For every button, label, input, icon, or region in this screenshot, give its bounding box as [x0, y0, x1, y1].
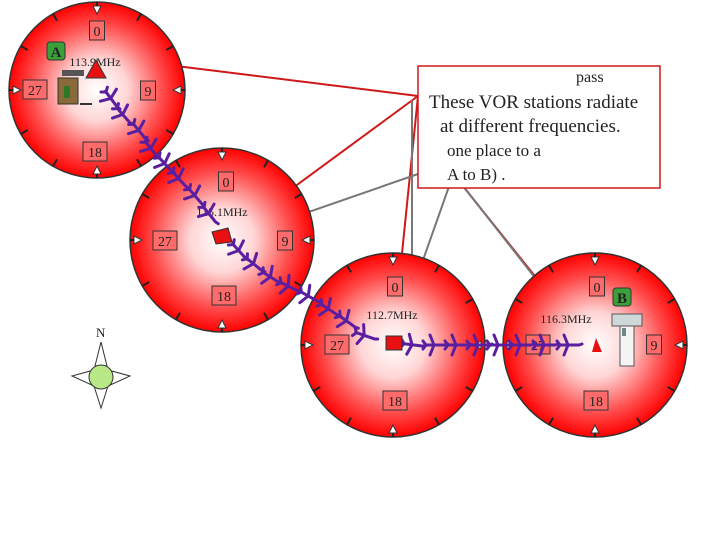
station-3-marker-icon [385, 335, 403, 351]
station-frequency: 116.3MHz [540, 312, 591, 326]
heading-pointer [92, 5, 102, 16]
heading-18-label: 18 [589, 395, 603, 410]
disc-tick [346, 417, 352, 426]
disc-tick [20, 45, 29, 51]
heading-9-label: 9 [282, 235, 289, 250]
disc-tick [465, 386, 474, 392]
callout-hidden-bottom: A to B) . [447, 165, 506, 184]
heading-pointer [133, 235, 144, 245]
disc-tick [52, 158, 58, 167]
heading-pointer [590, 423, 600, 434]
callout-box: pass These VOR stations radiate at diffe… [417, 65, 661, 189]
station-letter-badge [46, 41, 66, 61]
heading-0-label: 0 [94, 25, 101, 40]
heading-9-label-box [277, 230, 293, 251]
station-b-tower-icon [592, 313, 643, 367]
heading-0-label: 0 [392, 281, 399, 296]
disc-tick [20, 129, 29, 135]
disc-tick [263, 312, 269, 321]
heading-pointer [388, 423, 398, 434]
heading-0-label-box [218, 171, 234, 192]
station-letter: B [617, 291, 627, 307]
disc-tick [514, 298, 523, 304]
heading-pointer [388, 256, 398, 267]
heading-0-label: 0 [223, 176, 230, 191]
disc-tick [667, 386, 676, 392]
heading-27-label-box [324, 334, 350, 355]
disc-tick [136, 13, 142, 22]
heading-27-label: 27 [158, 235, 172, 250]
disc-tick [175, 312, 181, 321]
callout-hidden-top: pass [576, 69, 604, 86]
station-frequency: 112.7MHz [366, 308, 417, 322]
heading-9-label-box [646, 334, 662, 355]
heading-9-label-box [140, 80, 156, 101]
disc-tick [548, 264, 554, 273]
heading-18-label: 18 [217, 290, 231, 305]
disc-tick [165, 129, 174, 135]
heading-pointer [590, 256, 600, 267]
heading-18-label: 18 [388, 395, 402, 410]
disc-tick [346, 264, 352, 273]
heading-18-label-box [82, 141, 108, 162]
heading-pointer [217, 151, 227, 162]
disc-tick [667, 298, 676, 304]
disc-tick [294, 193, 303, 199]
heading-0-label-box [589, 276, 605, 297]
disc-tick [434, 264, 440, 273]
heading-27-label: 27 [28, 84, 42, 99]
heading-pointer [300, 235, 311, 245]
disc-tick [548, 417, 554, 426]
heading-18-label-box [211, 285, 237, 306]
compass-north-label: N [96, 325, 106, 340]
heading-0-label: 0 [594, 281, 601, 296]
station-letter-badge [612, 287, 632, 307]
disc-tick [514, 386, 523, 392]
disc-tick [52, 13, 58, 22]
station-letter: A [51, 45, 62, 61]
heading-9-label: 9 [145, 85, 152, 100]
disc-tick [636, 417, 642, 426]
heading-pointer [217, 318, 227, 329]
heading-18-label-box [583, 390, 609, 411]
heading-9-label: 9 [651, 339, 658, 354]
heading-27-label-box [22, 79, 48, 100]
heading-pointer [92, 164, 102, 175]
disc-tick [465, 298, 474, 304]
heading-18-label: 18 [88, 146, 102, 161]
heading-pointer [673, 340, 684, 350]
disc-tick [141, 193, 150, 199]
disc-tick [175, 159, 181, 168]
heading-pointer [304, 340, 315, 350]
heading-27-label: 27 [330, 339, 344, 354]
heading-27-label-box [152, 230, 178, 251]
vor-station-a: 091827113.9MHzA [8, 1, 186, 179]
disc-tick [312, 386, 321, 392]
disc-tick [294, 281, 303, 287]
callout-line-1: These VOR stations radiate [429, 92, 638, 113]
disc-tick [141, 281, 150, 287]
heading-0-label-box [89, 20, 105, 41]
disc-tick [636, 264, 642, 273]
heading-0-label-box [387, 276, 403, 297]
disc-tick [165, 45, 174, 51]
disc-tick [434, 417, 440, 426]
heading-18-label-box [382, 390, 408, 411]
heading-pointer [171, 85, 182, 95]
callout-hidden-mid: one place to a [447, 141, 541, 160]
station-2-marker-icon [211, 227, 233, 245]
heading-pointer [12, 85, 23, 95]
compass-rose: N [70, 325, 132, 410]
disc-tick [263, 159, 269, 168]
disc-tick [136, 158, 142, 167]
callout-line-2: at different frequencies. [440, 116, 621, 137]
station-a-tower-icon [57, 58, 107, 105]
